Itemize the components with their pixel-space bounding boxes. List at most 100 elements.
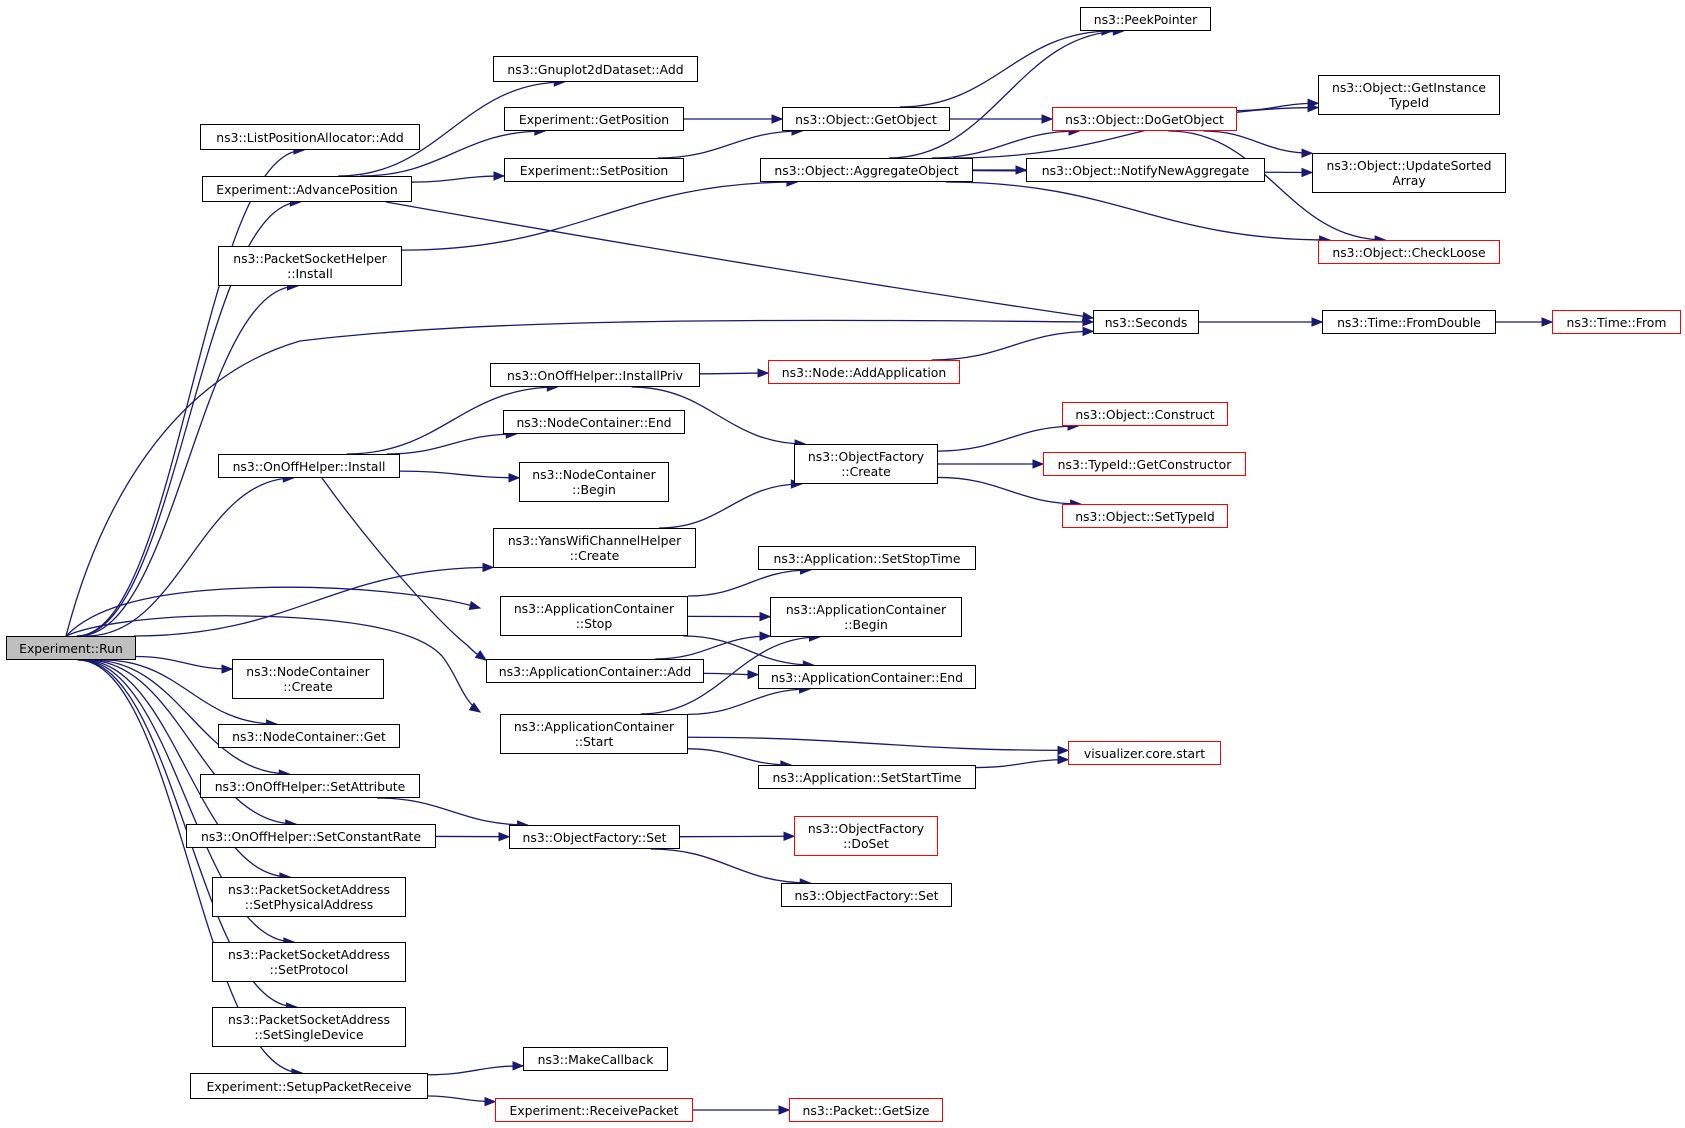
node-onoff_setrate[interactable]: ns3::OnOffHelper::SetConstantRate [186, 824, 436, 848]
node-onoff_install[interactable]: ns3::OnOffHelper::Install [218, 454, 400, 478]
edge-of_create-to-typeid_getctor-arrowhead [1032, 459, 1045, 469]
node-obj_checkloose[interactable]: ns3::Object::CheckLoose [1318, 240, 1500, 264]
node-label: ns3::Object::GetInstance [1331, 80, 1487, 95]
node-packet_getsize[interactable]: ns3::Packet::GetSize [789, 1098, 943, 1122]
node-of_doset[interactable]: ns3::ObjectFactory::DoSet [794, 816, 938, 856]
edge-adv_pos-to-seconds [385, 201, 1089, 318]
node-psh_install[interactable]: ns3::PacketSocketHelper::Install [218, 246, 402, 286]
edge-run-to-yans_create-arrowhead [482, 562, 495, 573]
node-label: ::Create [283, 679, 333, 694]
edge-run-to-ac_start [65, 615, 481, 713]
node-typeid_getctor[interactable]: ns3::TypeId::GetConstructor [1043, 452, 1246, 476]
edge-obj_dogetobject-to-obj_updsorted-arrowhead [1301, 148, 1314, 158]
node-label: ns3::OnOffHelper::Install [232, 458, 386, 474]
edge-of_set-to-of_set2 [650, 848, 811, 884]
edge-ac_start-to-viz_start-arrowhead [1057, 745, 1070, 756]
node-label: ::Install [287, 266, 333, 281]
node-make_callback[interactable]: ns3::MakeCallback [523, 1047, 668, 1071]
node-nc_create[interactable]: ns3::NodeContainer::Create [232, 659, 384, 699]
node-ac_end[interactable]: ns3::ApplicationContainer::End [758, 665, 976, 689]
node-of_create[interactable]: ns3::ObjectFactory::Create [794, 444, 938, 484]
edge-run-to-yans_create [133, 566, 494, 637]
node-label: ::SetPhysicalAddress [244, 897, 374, 912]
edge-run-to-seconds [65, 319, 1089, 637]
node-app_setstop[interactable]: ns3::Application::SetStopTime [758, 546, 976, 570]
node-label: ns3::Object::AggregateObject [774, 162, 959, 178]
node-label: ns3::Object::GetObject [795, 111, 937, 127]
node-seconds[interactable]: ns3::Seconds [1093, 310, 1199, 334]
node-obj_notify[interactable]: ns3::Object::NotifyNewAggregate [1026, 158, 1265, 182]
edge-get_position-to-obj_getobject-arrowhead [771, 114, 784, 124]
edge-ac_stop-to-app_setstop [687, 569, 811, 597]
node-psa_setproto[interactable]: ns3::PacketSocketAddress::SetProtocol [212, 942, 406, 982]
edge-app_setstart-to-viz_start-arrowhead [1057, 754, 1070, 765]
edge-run-to-nc_create [135, 655, 233, 670]
node-label: ::DoSet [843, 836, 889, 851]
node-nc_begin[interactable]: ns3::NodeContainer::Begin [519, 462, 669, 502]
node-nc_end[interactable]: ns3::NodeContainer::End [503, 410, 685, 434]
node-label: Experiment::Run [19, 640, 123, 656]
node-label: ns3::Seconds [1104, 314, 1188, 330]
node-adv_pos[interactable]: Experiment::AdvancePosition [202, 176, 412, 202]
node-obj_aggregate[interactable]: ns3::Object::AggregateObject [760, 158, 973, 182]
node-psa_setphys[interactable]: ns3::PacketSocketAddress::SetPhysicalAdd… [212, 877, 406, 917]
node-nc_get[interactable]: ns3::NodeContainer::Get [218, 724, 400, 748]
node-psa_setsingle[interactable]: ns3::PacketSocketAddress::SetSingleDevic… [212, 1007, 406, 1047]
edge-ac_start-to-viz_start [687, 736, 1069, 752]
node-label: ns3::ObjectFactory [807, 449, 925, 464]
node-label: ns3::Time::FromDouble [1337, 314, 1481, 330]
node-label: Experiment::SetupPacketReceive [206, 1078, 412, 1094]
node-obj_construct[interactable]: ns3::Object::Construct [1062, 402, 1228, 426]
node-get_position[interactable]: Experiment::GetPosition [504, 107, 684, 131]
node-onoff_installpriv[interactable]: ns3::OnOffHelper::InstallPriv [490, 363, 700, 387]
node-ac_add[interactable]: ns3::ApplicationContainer::Add [486, 659, 704, 683]
node-run[interactable]: Experiment::Run [6, 636, 136, 660]
node-yans_create[interactable]: ns3::YansWifiChannelHelper::Create [493, 528, 696, 568]
node-set_position[interactable]: Experiment::SetPosition [504, 158, 684, 182]
node-label: ns3::Object::NotifyNewAggregate [1041, 162, 1250, 178]
node-label: ns3::ApplicationContainer [513, 601, 675, 616]
edge-ac_stop-to-ac_begin-arrowhead [759, 611, 772, 622]
edge-obj_aggregate-to-obj_notify-arrowhead [1015, 165, 1028, 175]
node-label: ns3::PacketSocketHelper [233, 251, 387, 266]
node-time_fromdouble[interactable]: ns3::Time::FromDouble [1322, 310, 1496, 334]
node-node_addapp[interactable]: ns3::Node::AddApplication [768, 360, 960, 384]
node-label: ns3::ObjectFactory [807, 821, 925, 836]
edge-onoff_install-to-ac_add-arrowhead [474, 650, 488, 661]
edge-obj_dogetobject-to-obj_updsorted [1203, 130, 1313, 154]
edge-onoff_install-to-ac_add [321, 477, 487, 661]
edge-onoff_installpriv-to-of_create [631, 386, 806, 445]
edge-psh_install-to-obj_aggregate [401, 181, 797, 251]
edge-onoff_setattr-to-of_set [376, 797, 528, 826]
node-of_set2[interactable]: ns3::ObjectFactory::Set [781, 883, 952, 907]
node-viz_start[interactable]: visualizer.core.start [1068, 741, 1221, 765]
node-label: ns3::ApplicationContainer [513, 719, 675, 734]
node-app_setstart[interactable]: ns3::Application::SetStartTime [758, 765, 976, 789]
edge-yans_create-to-of_create [659, 483, 802, 529]
node-ac_stop[interactable]: ns3::ApplicationContainer::Stop [500, 596, 688, 636]
edge-run-to-ac_stop-arrowhead [468, 600, 482, 611]
edge-obj_getobject-to-peek_pointer [899, 30, 1112, 108]
node-label: Array [1392, 173, 1426, 188]
node-obj_settypeid[interactable]: ns3::Object::SetTypeId [1062, 504, 1228, 528]
node-label: ns3::PeekPointer [1093, 11, 1198, 27]
node-ac_start[interactable]: ns3::ApplicationContainer::Start [500, 714, 688, 754]
node-gnuplot_add[interactable]: ns3::Gnuplot2dDataset::Add [493, 56, 698, 82]
node-obj_dogetobject[interactable]: ns3::Object::DoGetObject [1052, 107, 1237, 131]
node-time_from[interactable]: ns3::Time::From [1552, 310, 1681, 334]
node-ac_begin[interactable]: ns3::ApplicationContainer::Begin [770, 597, 962, 637]
node-lpa_add[interactable]: ns3::ListPositionAllocator::Add [200, 124, 420, 150]
node-label: ns3::Application::SetStartTime [772, 769, 962, 785]
node-peek_pointer[interactable]: ns3::PeekPointer [1080, 7, 1211, 31]
node-setup_recv[interactable]: Experiment::SetupPacketReceive [190, 1073, 428, 1099]
node-recv_packet[interactable]: Experiment::ReceivePacket [495, 1098, 693, 1122]
node-onoff_setattr[interactable]: ns3::OnOffHelper::SetAttribute [200, 774, 420, 798]
node-of_set[interactable]: ns3::ObjectFactory::Set [509, 825, 680, 849]
edge-run-to-adv_pos [77, 201, 301, 637]
node-label: ns3::TypeId::GetConstructor [1057, 456, 1232, 472]
node-obj_getobject[interactable]: ns3::Object::GetObject [782, 107, 950, 131]
edge-run-to-setup_recv [77, 659, 302, 1074]
edge-ac_start-to-ac_begin [640, 636, 820, 715]
